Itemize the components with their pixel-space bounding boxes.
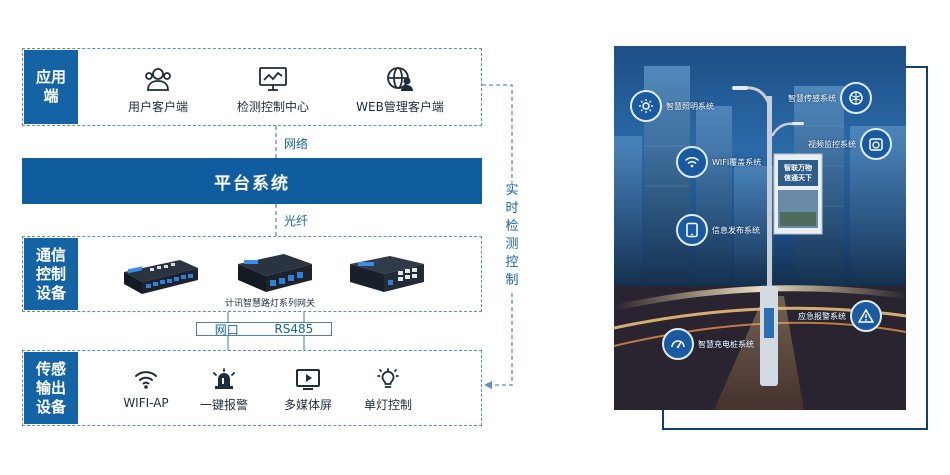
feature-video-surveillance-label: 视频监控系统 [808,139,856,149]
screen-text-line2: 信通天下 [784,174,812,182]
sensing-layer-tag: 传感输出设备 [24,352,78,424]
single-lamp-item: 单灯控制 [356,368,420,413]
wifi-ap-item: WIFI-AP [114,368,178,410]
web-client-label: WEB管理客户端 [356,100,444,114]
screen-text-line1: 智联万物 [784,164,812,172]
lightbulb-icon [377,368,399,388]
video-screen-icon [296,369,320,390]
gateway-caption: 计讯智慧路灯系列网关 [224,299,315,309]
fiber-label: 光纤 [284,214,309,228]
feature-smart-lighting: 智慧照明系统 [630,90,718,122]
gateway-device-1 [124,260,198,294]
wifi-ap-label: WIFI-AP [123,396,169,410]
users-icon [145,68,171,91]
feature-smart-lighting-label: 智慧照明系统 [666,101,714,111]
gateway-device-2 [238,254,312,292]
user-client-label: 用户客户端 [127,100,188,114]
monitor-center-item: 检测控制中心 [228,66,318,115]
wifi-icon [676,146,708,178]
globe-user-icon [387,67,413,91]
user-client-item: 用户客户端 [118,66,198,115]
feature-smart-sensing-label: 智慧传感系统 [788,93,836,103]
interface-box: 网口 RS485 [196,322,332,337]
communication-layer [22,236,482,312]
camera-icon [860,128,892,160]
media-screen-item: 多媒体屏 [276,368,340,413]
sensing-layer [22,350,482,426]
web-client-item: WEB管理客户端 [345,66,455,115]
monitor-center-label: 检测控制中心 [236,100,309,114]
sun-gear-icon [630,90,662,122]
monitor-chart-icon [259,67,287,91]
feature-wifi-coverage-label: WIFI覆盖系统 [712,157,762,167]
streetlight-photo: 智联万物 信通天下 智慧照明系统 智慧传感系统 视频监控系统 WIFI覆盖系统 … [614,46,906,410]
gateway-device-3 [350,256,424,292]
city-scene [614,66,906,410]
application-layer [22,48,482,126]
tablet-icon [676,214,708,246]
media-screen-label: 多媒体屏 [283,398,332,412]
alarm-label: 一键报警 [199,398,248,412]
ethernet-port-label: 网口 [214,322,239,337]
realtime-control-label: 实时检测控制 [504,182,520,290]
charging-gauge-icon [662,328,694,360]
application-layer-tag: 应用端 [24,50,78,124]
single-lamp-label: 单灯控制 [363,398,412,412]
feature-wifi-coverage: WIFI覆盖系统 [676,146,765,178]
warning-icon [850,300,882,332]
feature-info-publish-label: 信息发布系统 [712,225,760,235]
feature-emergency-alarm-label: 应急报警系统 [798,311,846,321]
feature-charging-pile-label: 智慧充电桩系统 [698,339,754,349]
network-label: 网络 [284,137,309,151]
feature-smart-sensing: 智慧传感系统 [784,82,872,114]
alarm-item: 一键报警 [192,368,256,413]
sensor-ball-icon [840,82,872,114]
rs485-label: RS485 [274,322,314,336]
alarm-light-icon [213,368,235,389]
feature-info-publish: 信息发布系统 [676,214,764,246]
feature-emergency-alarm: 应急报警系统 [794,300,882,332]
wifi-icon [135,371,157,389]
feature-video-surveillance: 视频监控系统 [804,128,892,160]
feature-charging-pile: 智慧充电桩系统 [662,328,758,360]
communication-layer-tag: 通信控制设备 [24,238,78,310]
platform-system-bar: 平台系统 [22,158,482,204]
